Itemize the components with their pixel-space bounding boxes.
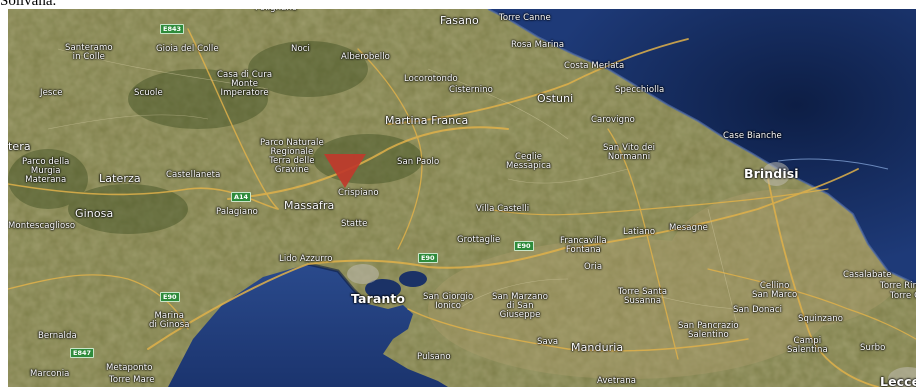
place-label-latiano: Latiano (623, 227, 656, 237)
place-label-scuole: Scuole (134, 88, 163, 98)
place-label-ginosa: Ginosa (75, 207, 114, 220)
place-label-matera: tera (8, 140, 31, 153)
place-label-lido-azzurro: Lido Azzurro (279, 254, 333, 264)
road-shield-a14: A14 (231, 192, 252, 202)
road-shield-e90-b: E90 (418, 253, 438, 263)
place-label-locorotondo: Locorotondo (404, 74, 458, 84)
place-label-torre-rinalda: Torre Rinalda (880, 281, 916, 291)
place-label-laterza: Laterza (99, 172, 141, 185)
place-label-specchiolla: Specchiolla (615, 85, 665, 95)
place-label-pulsano: Pulsano (417, 352, 451, 362)
place-label-montescaglioso: Montescaglioso (8, 221, 76, 231)
place-label-crispiano: Crispiano (338, 188, 379, 198)
place-label-cisternino: Cisternino (449, 85, 493, 95)
place-label-surbo: Surbo (860, 343, 886, 353)
road-e90 (147, 246, 569, 350)
place-label-jesce: Jesce (40, 88, 63, 98)
place-label-san-paolo: San Paolo (397, 157, 440, 167)
page-caption: Sollvana. (0, 0, 57, 9)
place-label-costa-merlata: Costa Merlata (564, 61, 625, 71)
place-label-brindisi: Brindisi (744, 166, 799, 181)
place-label-grottaglie: Grottaglie (457, 235, 501, 245)
place-label-gioia: Gioia del Colle (156, 44, 219, 54)
place-label-metaponto: Metaponto (106, 363, 153, 373)
place-label-torre-mare: Torre Mare (109, 375, 155, 385)
mar-piccolo (365, 279, 401, 299)
place-label-statte: Statte (341, 219, 368, 229)
place-label-sava: Sava (537, 337, 559, 347)
place-label-fasano: Fasano (440, 14, 479, 27)
place-label-mesagne: Mesagne (669, 223, 708, 233)
satellite-map[interactable] (8, 9, 916, 387)
place-label-squinzano: Squinzano (798, 314, 844, 324)
place-label-manduria: Manduria (571, 341, 624, 354)
road-shield-e847: E847 (70, 348, 95, 358)
place-label-marconia: Marconia (30, 369, 70, 379)
place-label-lecce: Lecce (880, 374, 916, 387)
place-label-torre-canne: Torre Canne (499, 13, 551, 23)
place-label-carovigno: Carovigno (591, 115, 635, 125)
place-label-bernalda: Bernalda (38, 331, 77, 341)
place-label-avetrana: Avetrana (597, 376, 637, 386)
place-label-castellaneta: Castellaneta (166, 170, 221, 180)
place-label-ostuni: Ostuni (537, 92, 574, 105)
place-label-taranto: Taranto (351, 291, 406, 306)
place-label-rosa-marina: Rosa Marina (511, 40, 565, 50)
place-label-villa-castelli: Villa Castelli (476, 204, 530, 214)
place-label-case-bianche: Case Bianche (723, 131, 782, 141)
road-shield-e843: E843 (160, 24, 185, 34)
map-viewport[interactable]: PolignanoFasano Torre CanneE843Santeramoi… (8, 9, 916, 387)
place-label-san-donaci: San Donaci (733, 305, 783, 315)
place-label-casalabate: Casalabate (843, 270, 892, 280)
place-label-polignano: Polignano (255, 9, 297, 13)
road-shield-e90-c: E90 (160, 292, 180, 302)
place-label-alberobello: Alberobello (341, 52, 390, 62)
brindisi-urban (762, 162, 790, 186)
place-label-noci: Noci (291, 44, 310, 54)
place-label-martina-franca: Martina Franca (385, 114, 469, 127)
location-pin-icon[interactable] (324, 152, 366, 190)
adriatic-sea (488, 9, 916, 284)
place-label-massafra: Massafra (284, 199, 335, 212)
place-label-oria: Oria (584, 262, 603, 272)
road-shield-e90-a: E90 (514, 241, 534, 251)
place-label-torre-chianca: Torre Chia (890, 291, 916, 301)
taranto-urban (347, 264, 379, 284)
place-label-palagiano: Palagiano (216, 207, 258, 217)
